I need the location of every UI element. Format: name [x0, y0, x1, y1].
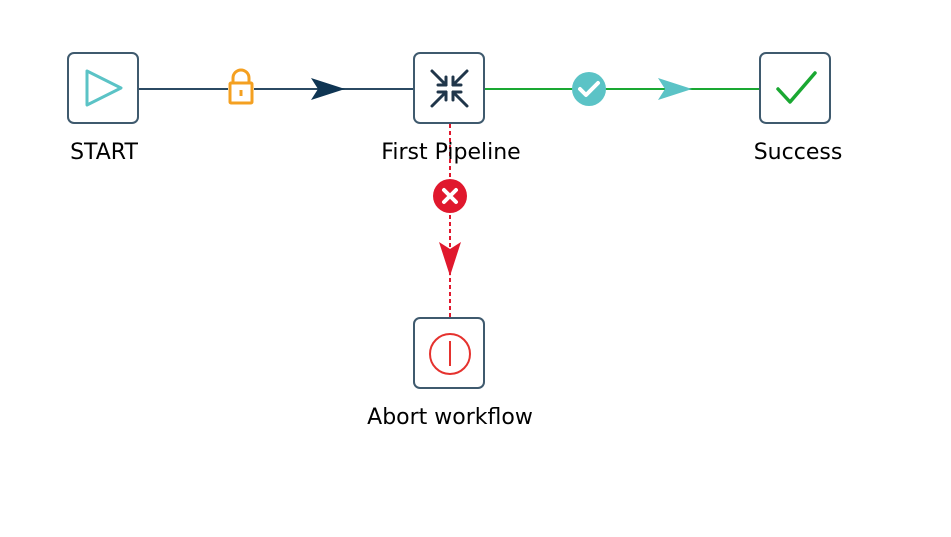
- arrow-head: [311, 78, 345, 100]
- node-start[interactable]: START: [67, 52, 139, 165]
- node-label: Abort workflow: [367, 405, 533, 430]
- node-label: START: [70, 140, 138, 165]
- node-box: [67, 52, 139, 124]
- node-abort-workflow[interactable]: Abort workflow: [367, 317, 533, 430]
- node-box: [413, 52, 485, 124]
- collapse-arrows-icon: [430, 69, 469, 108]
- node-label: Success: [754, 140, 843, 165]
- node-success[interactable]: Success: [754, 52, 843, 165]
- error-circle-icon: [433, 179, 467, 213]
- node-first-pipeline[interactable]: First Pipeline: [381, 52, 521, 165]
- checkmark-icon: [776, 71, 817, 104]
- hop-pipeline-to-success[interactable]: [485, 72, 760, 106]
- node-label: First Pipeline: [381, 140, 520, 165]
- hop-pipeline-to-abort[interactable]: [433, 124, 467, 318]
- play-icon: [85, 69, 123, 107]
- abort-icon: [429, 333, 471, 375]
- node-box: [759, 52, 831, 124]
- lock-icon: [228, 68, 254, 105]
- check-circle-icon: [572, 72, 606, 106]
- hop-start-to-pipeline[interactable]: [139, 68, 414, 105]
- arrow-head: [658, 78, 692, 100]
- arrow-head: [439, 242, 461, 276]
